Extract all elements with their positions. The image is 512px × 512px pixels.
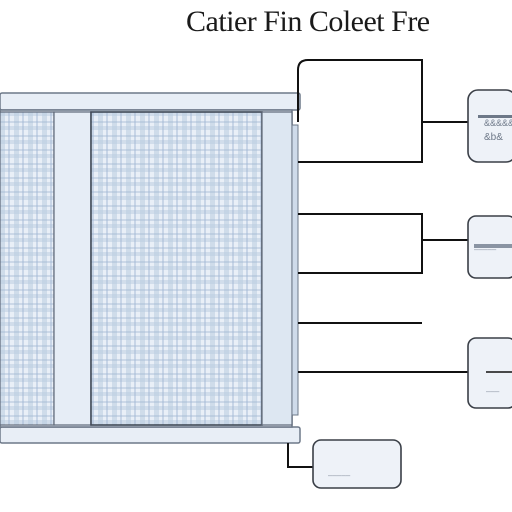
- connector-middle-bracket: [298, 213, 423, 274]
- connector-box-middle: –––––: [467, 215, 512, 279]
- box-lower-label: –––: [486, 387, 500, 396]
- connector-box-top: &&&&& &b&: [467, 89, 512, 163]
- filter-panel-center: [90, 111, 263, 426]
- box-bottom-label: –––––: [328, 471, 351, 480]
- connector-lines: [287, 59, 468, 468]
- filter-spacer: [53, 111, 92, 426]
- box-top-sublabel: &b&: [484, 132, 503, 143]
- box-middle-label: –––––: [474, 245, 497, 254]
- filter-panel-left: [0, 111, 55, 426]
- box-top-label: &&&&&: [484, 118, 512, 128]
- filter-side-strip: [291, 124, 299, 416]
- filter-side-column: [261, 111, 293, 426]
- connector-top-bracket: [297, 59, 423, 163]
- connector-box-lower: –––: [467, 337, 512, 409]
- filter-housing: [0, 92, 301, 444]
- diagram-title: Catier Fin Coleet Fre: [186, 5, 430, 38]
- housing-bottom-frame: [0, 426, 301, 444]
- connector-box-bottom: –––––: [312, 439, 402, 489]
- housing-top-frame: [0, 92, 301, 111]
